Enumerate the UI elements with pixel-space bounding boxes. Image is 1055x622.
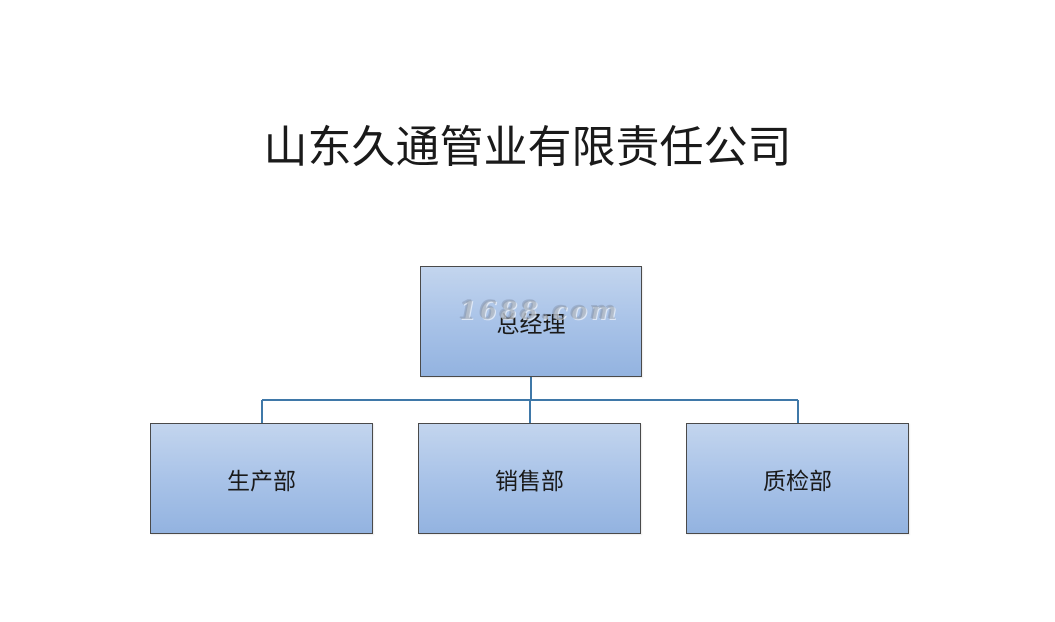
node-production-dept: 生产部 <box>150 423 373 534</box>
node-label: 质检部 <box>763 468 832 495</box>
node-label: 生产部 <box>227 468 296 495</box>
node-sales-dept: 销售部 <box>418 423 641 534</box>
node-label: 销售部 <box>495 468 564 495</box>
node-general-manager: 总经理 <box>420 266 642 377</box>
node-quality-dept: 质检部 <box>686 423 909 534</box>
node-label: 总经理 <box>496 311 566 338</box>
chart-title: 山东久通管业有限责任公司 <box>263 122 792 173</box>
